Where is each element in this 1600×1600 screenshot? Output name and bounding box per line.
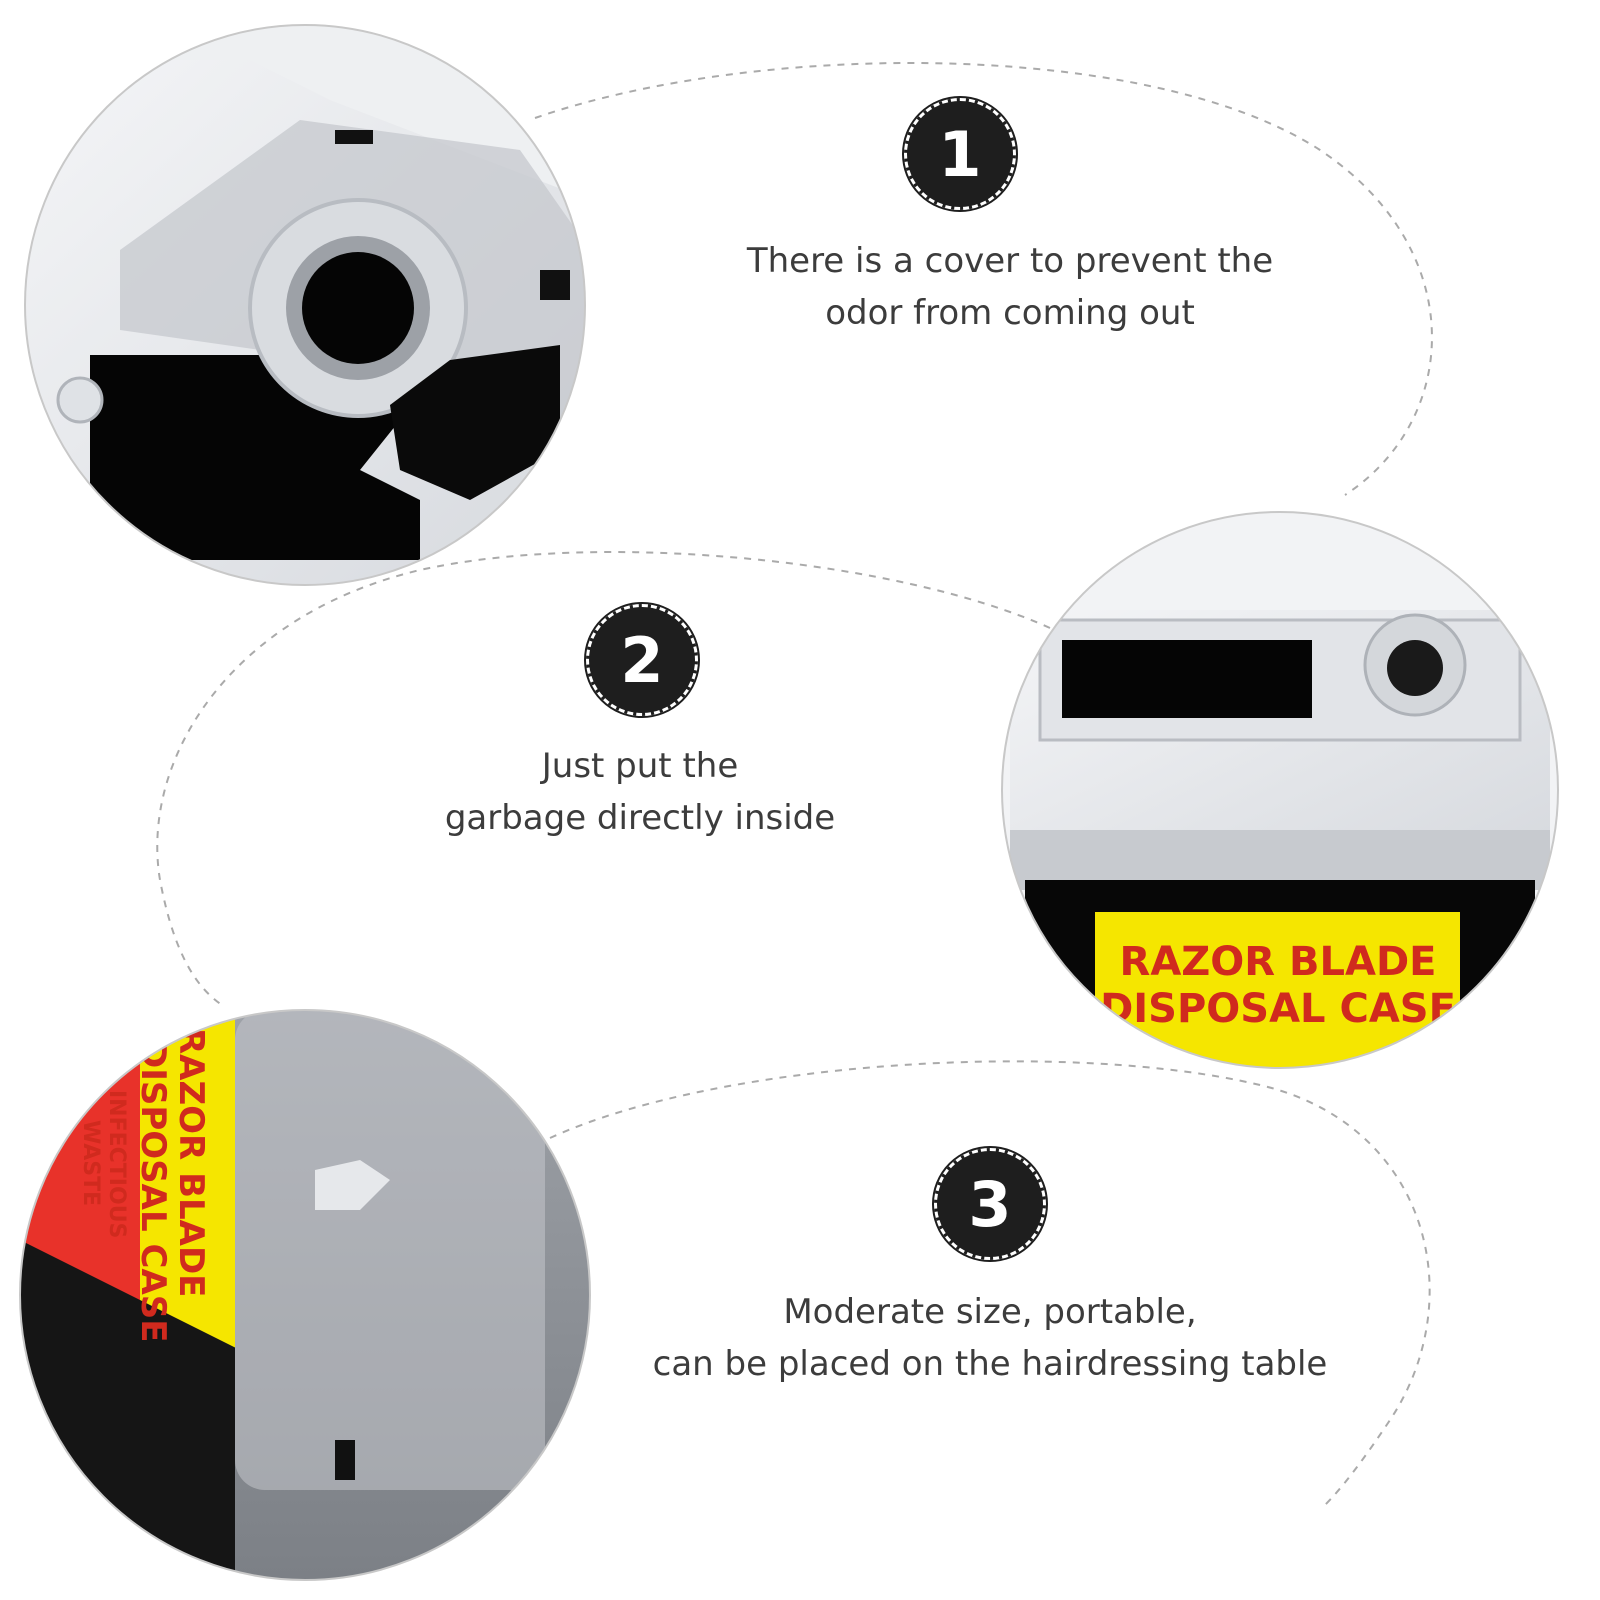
feature-1-caption: There is a cover to prevent the odor fro… — [660, 235, 1360, 339]
feature-2-caption: Just put the garbage directly inside — [380, 740, 900, 844]
front-label-line-1: RAZOR BLADE — [1120, 939, 1437, 985]
side-label-line-3: INFECTIOUS — [104, 1090, 129, 1238]
photo-lid-top-view — [25, 25, 585, 585]
feature-1-line-1: There is a cover to prevent the — [746, 241, 1274, 281]
feature-3-number-badge: 3 — [932, 1146, 1048, 1262]
feature-3-number: 3 — [968, 1167, 1012, 1241]
connector-curve-2 — [156, 551, 1051, 1006]
side-label-line-2: DISPOSAL CASE — [133, 1040, 173, 1342]
side-label-text: RAZOR BLADE DISPOSAL CASE INFECTIOUS WAS… — [78, 1028, 211, 1342]
photo-side-view: RAZOR BLADE DISPOSAL CASE INFECTIOUS WAS… — [20, 1010, 590, 1580]
front-label-line-2: DISPOSAL CASE — [1100, 986, 1456, 1032]
feature-1-line-2: odor from coming out — [825, 293, 1195, 333]
feature-2-number: 2 — [620, 623, 664, 697]
side-label-line-4: WASTE — [78, 1120, 103, 1206]
connector-curve-1 — [534, 62, 1433, 496]
feature-2-line-1: Just put the — [541, 746, 739, 786]
side-label-line-1: RAZOR BLADE — [171, 1028, 211, 1297]
feature-2-number-badge: 2 — [584, 602, 700, 718]
dashed-connector-curves — [156, 62, 1433, 1506]
connector-curve-3 — [549, 1060, 1431, 1506]
feature-3-line-1: Moderate size, portable, — [783, 1292, 1197, 1332]
feature-3-line-2: can be placed on the hairdressing table — [652, 1344, 1328, 1384]
photo-front-with-label: RAZOR BLADE DISPOSAL CASE — [1002, 512, 1558, 1068]
feature-2-line-2: garbage directly inside — [444, 798, 836, 838]
feature-3-caption: Moderate size, portable, can be placed o… — [615, 1286, 1365, 1390]
feature-1-number-badge: 1 — [902, 96, 1018, 212]
front-label-text: RAZOR BLADE DISPOSAL CASE — [1100, 939, 1456, 1032]
feature-1-number: 1 — [938, 117, 982, 191]
